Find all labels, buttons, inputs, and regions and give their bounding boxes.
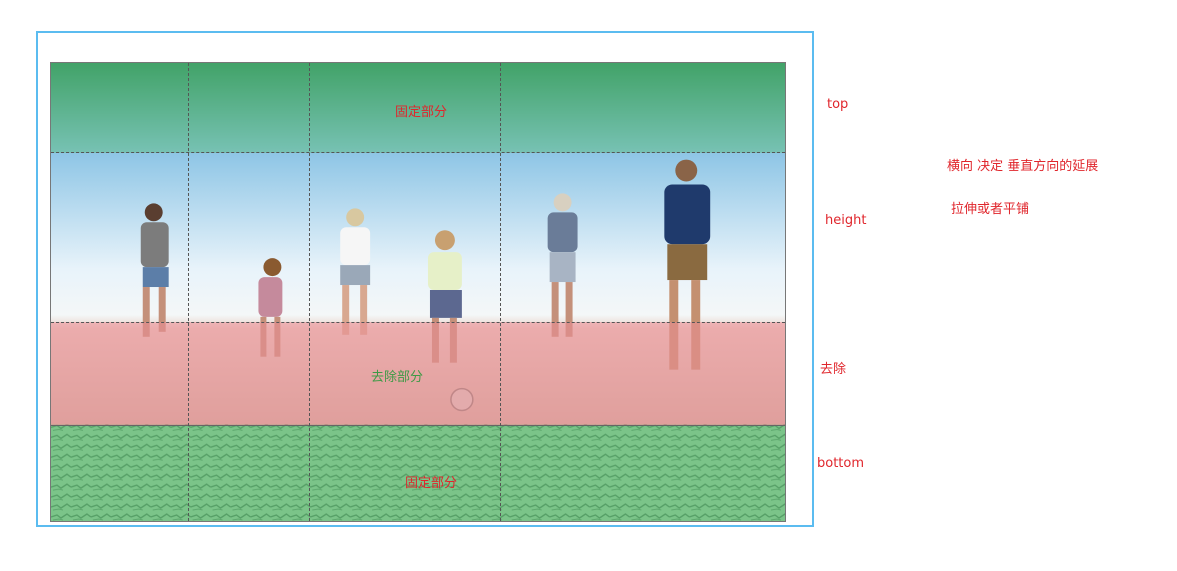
beach-image-area: 固定部分 去除部分 固定部分 bbox=[50, 62, 786, 522]
grid-line-v2 bbox=[309, 63, 310, 521]
person-grandma bbox=[547, 193, 578, 337]
side-label-height: height bbox=[825, 213, 867, 228]
side-label-top: top bbox=[827, 97, 849, 112]
top-fixed-label: 固定部分 bbox=[395, 105, 448, 120]
side-label-bottom: bottom bbox=[817, 456, 865, 471]
grid-line-v1 bbox=[188, 63, 189, 521]
person-mom bbox=[340, 208, 371, 335]
note-stretch-or-tile: 拉伸或者平铺 bbox=[951, 202, 1030, 217]
top-fixed-band bbox=[51, 63, 785, 153]
removed-band bbox=[51, 322, 785, 426]
grid-line-v3 bbox=[500, 63, 501, 521]
bottom-fixed-band bbox=[51, 426, 785, 521]
remove-label: 去除部分 bbox=[371, 370, 424, 385]
note-stretch-direction: 横向 决定 垂直方向的延展 bbox=[947, 159, 1099, 174]
outer-frame bbox=[36, 31, 814, 527]
person-dad-left bbox=[140, 203, 169, 337]
bottom-fixed-label: 固定部分 bbox=[405, 476, 458, 491]
side-label-remove: 去除 bbox=[820, 362, 847, 377]
